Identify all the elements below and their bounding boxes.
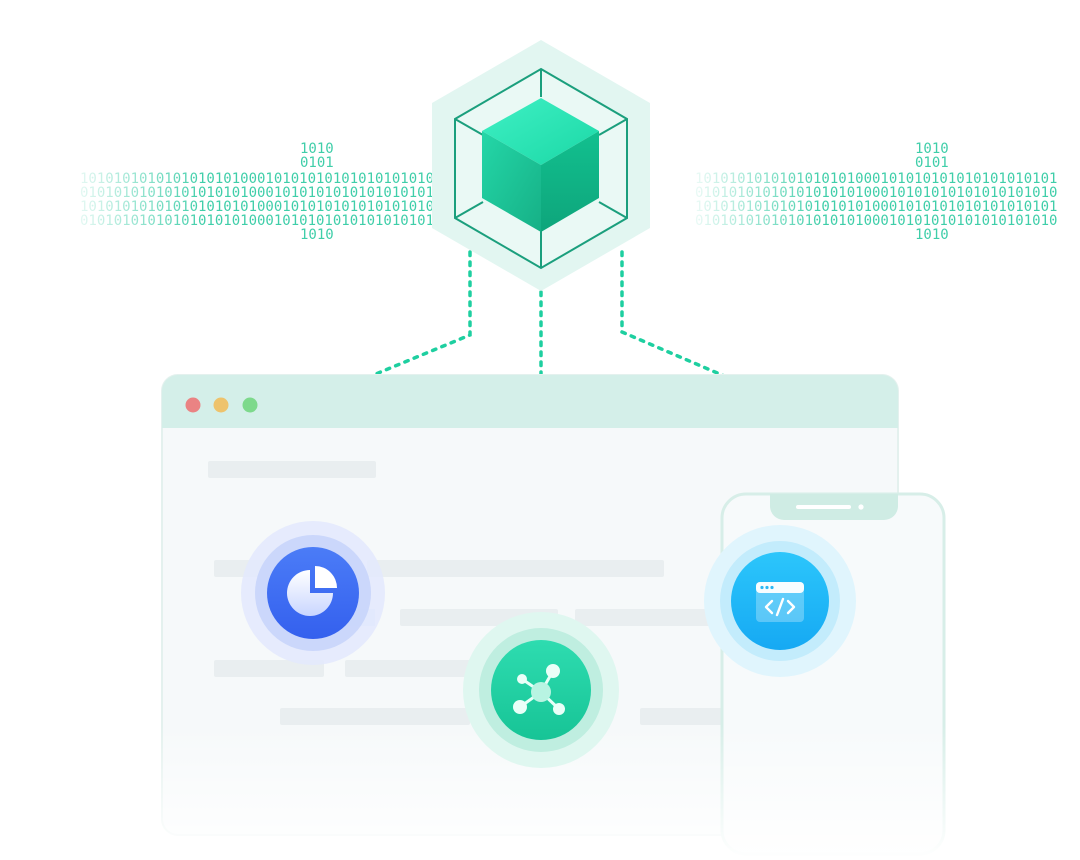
connector-left (311, 250, 472, 550)
pie-chart-icon (241, 521, 385, 665)
phone-camera (858, 504, 864, 510)
node-circle (731, 552, 829, 650)
code-window-bar (756, 582, 804, 593)
cube-left-face (482, 131, 541, 232)
connector-right (620, 250, 782, 552)
code-window-icon (704, 525, 856, 677)
pie-slice-main (287, 570, 333, 616)
network-center-node (531, 682, 551, 702)
phone-speaker (796, 505, 851, 509)
arrow-fade (680, 135, 1000, 255)
window-close-dot (185, 397, 201, 413)
network-nodes-icon (463, 612, 619, 768)
window-minimize-dot (213, 397, 229, 413)
placeholder-bar (208, 461, 376, 478)
cube-top-face (482, 98, 599, 165)
browser-title-bar (162, 375, 898, 428)
cube-right-face (541, 131, 599, 232)
window-maximize-dot (242, 397, 258, 413)
arrow-fade (60, 135, 380, 255)
pie-slice-cut (315, 566, 337, 588)
code-brackets (764, 597, 796, 617)
cube-icon (432, 40, 650, 291)
